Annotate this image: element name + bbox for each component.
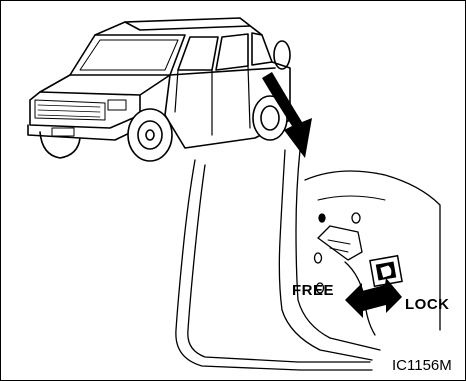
suv-illustration bbox=[28, 18, 290, 161]
door-edge-detail bbox=[176, 150, 440, 370]
free-label: FREE bbox=[292, 282, 334, 299]
figure-code: IC1156M bbox=[392, 357, 452, 374]
lock-label: LOCK bbox=[405, 296, 450, 313]
